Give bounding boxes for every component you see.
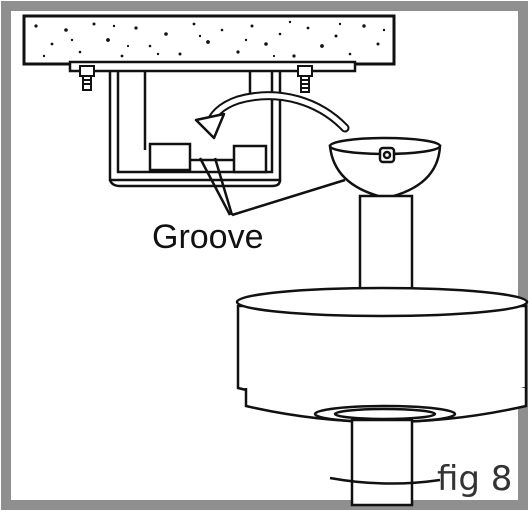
groove-label: Groove [152, 218, 264, 256]
curved-arrow [194, 91, 350, 140]
motor-housing [235, 286, 529, 424]
mounting-plate [68, 60, 357, 73]
ceiling-slab [22, 14, 396, 66]
mounting-screw-right [297, 65, 313, 93]
bracket-tabs [148, 142, 268, 174]
callout-lines [198, 157, 346, 217]
figure-number-label: fig 8 [437, 459, 512, 499]
hanger-ball [328, 136, 442, 200]
mounting-screw-left [79, 65, 95, 91]
downrod [358, 194, 414, 296]
lower-shaft [329, 418, 441, 507]
